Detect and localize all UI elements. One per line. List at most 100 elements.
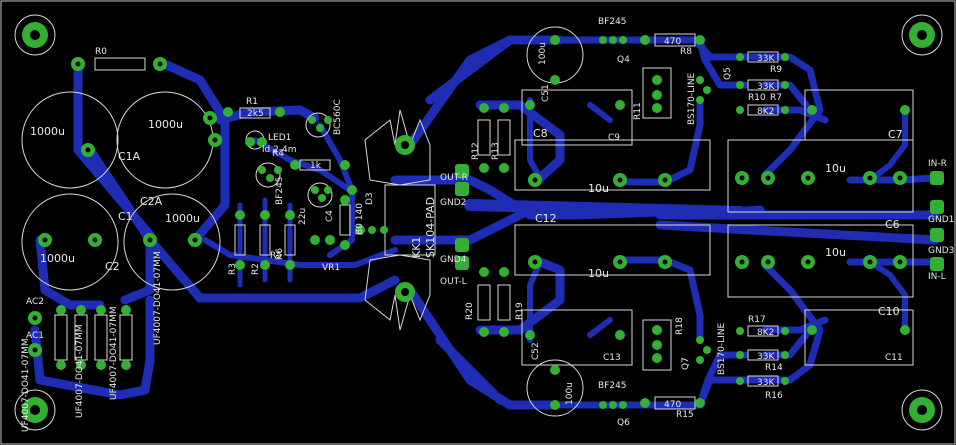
label-r20: R20 [465,302,475,320]
label-r4: R4 [272,149,284,159]
label-r13: R13 [491,142,501,160]
label-led1: LED1 [268,133,291,143]
label-33k-c: 33K [757,352,775,362]
label-bf245-a: BF245 [275,176,285,205]
label-r2: R2 [251,263,261,275]
resistor-outline [239,107,271,119]
label-r8-value: 470 [664,37,681,47]
label-q4: Q4 [617,55,630,65]
label-r1: R1 [246,97,258,107]
label-r4-value: 1k [310,161,322,171]
label-r6: R6 [275,248,285,260]
label-cap-a: 1000u [30,125,65,138]
label-bf245-b: BF245 [598,17,627,27]
label-33k-d: 33K [757,378,775,388]
label-r0: R0 [95,47,107,57]
label-q5: Q5 [723,67,733,80]
label-q6: Q6 [617,418,630,428]
label-c11: C11 [885,353,903,363]
capacitor-outline [21,91,119,189]
heatsink-top [364,109,431,186]
label-100u-a: 100u [538,42,548,65]
label-r18: R18 [675,317,685,335]
label-r19: R19 [515,302,525,320]
label-r3: R3 [228,263,238,275]
label-10u-b: 10u [588,267,609,280]
label-sk104: SK104-PAD [424,197,437,258]
label-diode-3: UF4007-DO41-07MM [109,306,119,400]
label-cap-d: 1000u [165,212,200,225]
label-ac1: AC1 [26,331,44,341]
label-c13: C13 [603,353,621,363]
resistor-outline [94,57,146,71]
label-10u-c: 10u [825,162,846,175]
component-labels: R0 R1 2k5 LED1 ld 2-4m R4 1k BC560C C1A … [21,17,954,432]
label-led-sub: ld 2-4m [262,145,297,155]
label-r15: R15 [676,410,694,420]
pads [22,22,944,423]
label-c8: C8 [533,127,548,140]
label-33k-b: 33K [757,82,775,92]
label-d3: D3 [365,192,375,205]
label-r14: R14 [765,363,783,373]
label-r15-value: 470 [664,400,681,410]
label-r1-value: 2k5 [247,109,264,119]
label-c2a: C2A [140,195,163,208]
label-c9: C9 [608,133,620,143]
label-8k2-b: 8K2 [757,328,774,338]
label-bf245-c: BF245 [598,381,627,391]
kk1-outline [384,184,436,256]
label-r7: R7 [770,93,782,103]
label-cap-b: 1000u [148,118,183,131]
label-22u: 22u [298,208,308,225]
label-r17: R17 [748,315,766,325]
label-c4: C4 [325,210,335,222]
label-r9: R9 [770,65,782,75]
label-gnd4: GND4 [440,255,467,265]
label-c51: C51 [541,84,551,102]
label-c12: C12 [535,212,557,225]
label-10u-a: 10u [588,182,609,195]
label-cap-c: 1000u [40,252,75,265]
capacitor-outline [21,193,119,291]
label-c6: C6 [885,218,900,231]
label-r5: R5 [270,251,282,261]
label-100u-b: 100u [565,382,575,405]
label-kk1: KK1 [410,237,423,258]
label-r12: R12 [471,142,481,160]
label-diode-2: UF4007-DO41-07MM [75,324,85,418]
label-out-r: OUT-R [440,173,468,183]
label-c52: C52 [531,342,541,360]
label-vr1: VR1 [322,263,340,273]
label-r11: R11 [633,102,643,120]
label-ac2: AC2 [26,297,44,307]
label-bs170-b: BS170-LINE [717,322,727,375]
label-c2: C2 [105,260,120,273]
label-c1: C1 [118,210,133,223]
label-q7: Q7 [681,357,691,370]
label-diode-1: UF4007-DO41-07MM [21,338,31,432]
label-r10: R10 [748,93,766,103]
label-diode-4: UF4007-DO41-07MM [153,251,163,345]
label-in-l: IN-L [928,272,946,282]
label-r16: R16 [765,391,783,401]
label-bc560c: BC560C [333,99,343,135]
label-c10: C10 [878,305,900,318]
label-c7: C7 [888,128,903,141]
heatsink-bottom [364,254,431,331]
label-r8: R8 [680,47,692,57]
label-8k2-a: 8K2 [757,107,774,117]
label-out-l: OUT-L [440,277,467,287]
capacitor-outline [123,193,221,291]
label-gnd3: GND3 [928,246,954,256]
label-bs170-a: BS170-LINE [687,72,697,125]
label-in-r: IN-R [928,159,947,169]
label-gnd2: GND2 [440,198,466,208]
label-33k-a: 33K [757,54,775,64]
label-c1a: C1A [118,150,141,163]
label-gnd1: GND1 [928,215,954,225]
label-10u-d: 10u [825,246,846,259]
label-b0140: B0 140 [355,203,365,235]
